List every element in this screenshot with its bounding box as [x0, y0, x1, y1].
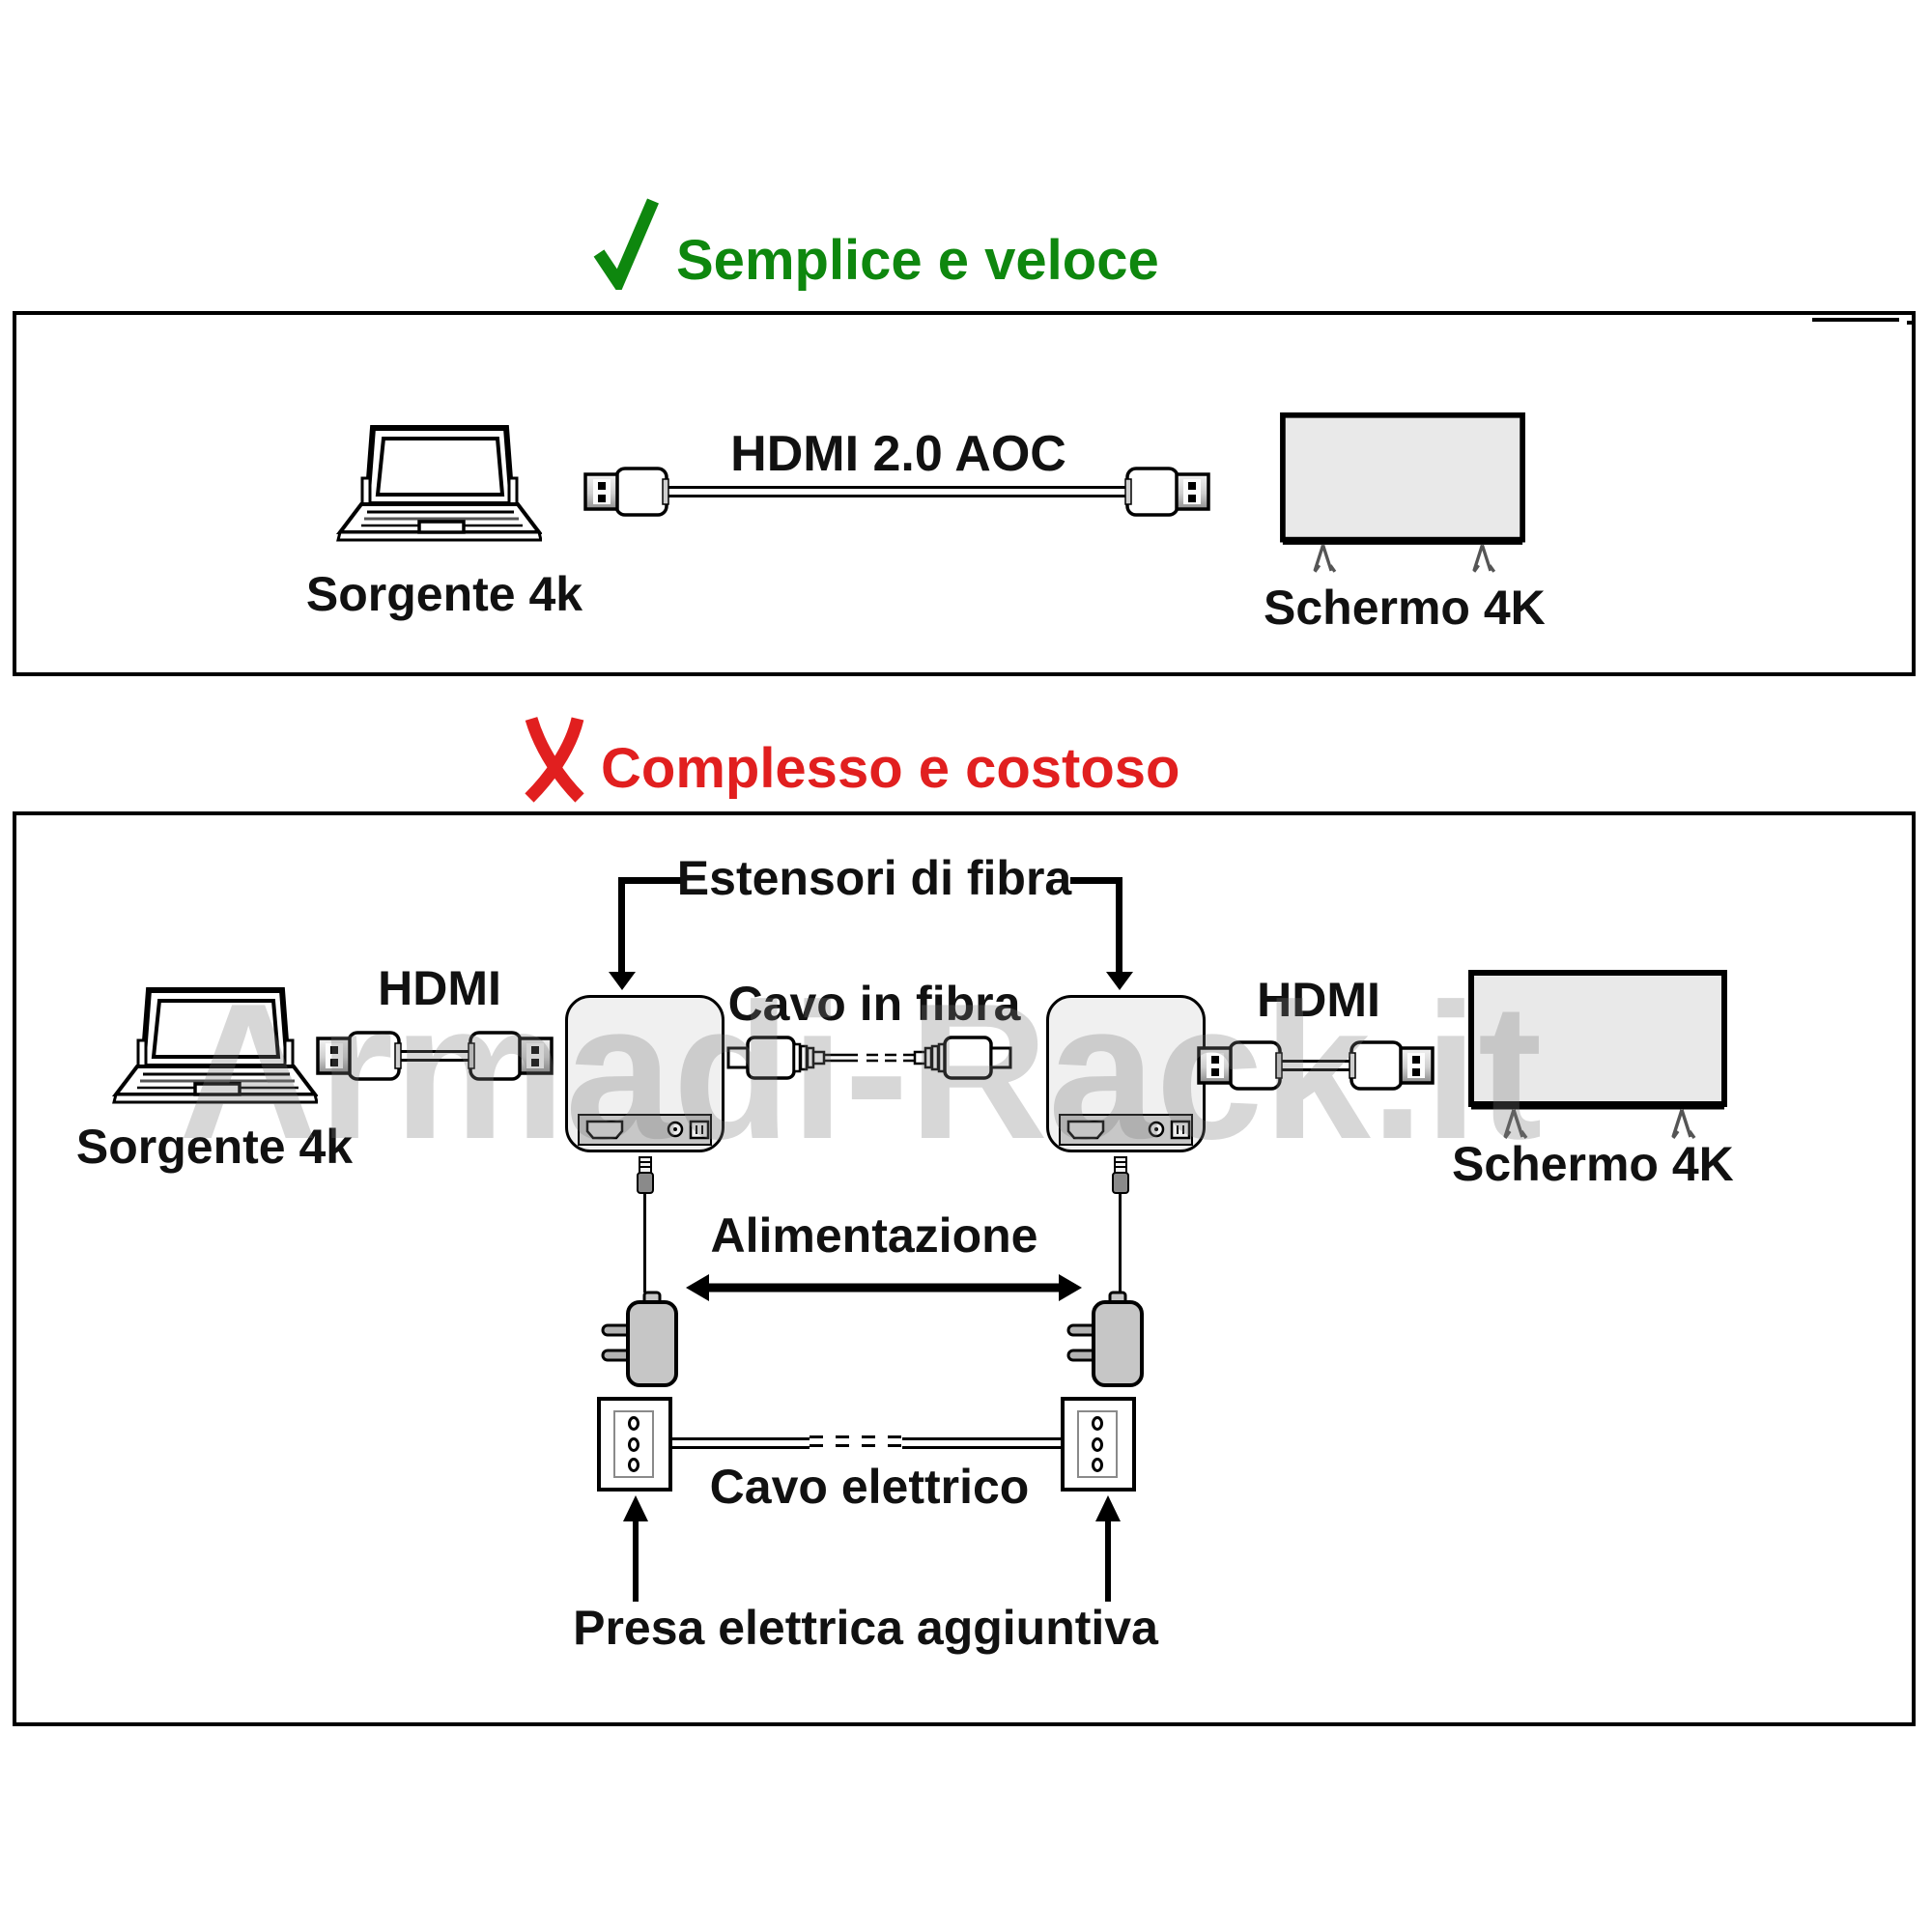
- power-cord: [1119, 1193, 1122, 1293]
- arrow-line: [1116, 877, 1122, 974]
- hdmi-right-label: HDMI: [1257, 973, 1380, 1027]
- tv-icon: [1466, 969, 1729, 1152]
- x-icon: [525, 717, 584, 803]
- wall-outlet-icon: [597, 1397, 672, 1492]
- arrow-line: [1070, 877, 1122, 884]
- hdmi-cable: [667, 486, 1126, 497]
- power-label: Alimentazione: [710, 1208, 1038, 1263]
- checkmark-icon: [593, 198, 659, 290]
- outlet-label: Presa elettrica aggiuntiva: [573, 1601, 1158, 1655]
- hdmi-connector-icon: [582, 466, 673, 518]
- hdmi-connector-icon: [1345, 1039, 1436, 1092]
- outlet-hole: [628, 1416, 639, 1431]
- arrow-line: [618, 877, 682, 884]
- outlet-faceplate: [1077, 1410, 1118, 1478]
- screen-label: Schermo 4K: [1264, 581, 1546, 635]
- section-title-good: Semplice e veloce: [676, 229, 1159, 292]
- fiber-extender-box: [1046, 995, 1206, 1152]
- laptop-icon: [110, 987, 318, 1108]
- power-adapter-icon: [1065, 1291, 1153, 1389]
- complex-setup-panel: [13, 811, 1916, 1726]
- wall-outlet-icon: [1061, 1397, 1136, 1492]
- fiber-cable-icon: [724, 1028, 1014, 1086]
- outlet-hole: [1092, 1436, 1103, 1452]
- hdmi-left-label: HDMI: [378, 961, 501, 1015]
- outlet-hole: [1092, 1416, 1103, 1431]
- hdmi-connector-icon: [464, 1030, 555, 1082]
- scan-artifact-line: [1812, 318, 1899, 322]
- electric-cable-label: Cavo elettrico: [709, 1460, 1030, 1514]
- power-plug-icon: [634, 1155, 657, 1196]
- power-cord: [643, 1193, 646, 1293]
- fiber-label: Cavo in fibra: [727, 977, 1021, 1031]
- scan-artifact-tick: [1907, 321, 1916, 325]
- hdmi-cable: [400, 1050, 469, 1062]
- hdmi-cable: [1281, 1060, 1350, 1071]
- screen-label: Schermo 4K: [1452, 1137, 1734, 1191]
- arrow-up-icon: [1095, 1495, 1121, 1602]
- arrow-up-icon: [623, 1495, 648, 1602]
- laptop-icon: [334, 425, 542, 546]
- outlet-hole: [628, 1436, 639, 1452]
- hdmi-connector-icon: [314, 1030, 406, 1082]
- power-plug-icon: [1109, 1155, 1132, 1196]
- arrow-line: [618, 877, 625, 974]
- extender-ports-icon: [1061, 1116, 1197, 1144]
- hdmi-connector-icon: [1195, 1039, 1287, 1092]
- extender-port-panel: [578, 1114, 712, 1146]
- extenders-label: Estensori di fibra: [676, 851, 1072, 905]
- outlet-hole: [628, 1458, 639, 1472]
- extender-ports-icon: [580, 1116, 716, 1144]
- hdmi-connector-icon: [1121, 466, 1212, 518]
- section-title-bad: Complesso e costoso: [601, 737, 1180, 800]
- hdmi-aoc-label: HDMI 2.0 AOC: [730, 426, 1066, 482]
- arrow-head-down-icon: [609, 972, 636, 990]
- outlet-hole: [1092, 1458, 1103, 1472]
- electric-cable-dashes: [810, 1435, 902, 1451]
- extender-port-panel: [1059, 1114, 1193, 1146]
- source-label: Sorgente 4k: [75, 1120, 354, 1174]
- tv-icon: [1277, 412, 1528, 585]
- double-arrow-icon: [686, 1274, 1082, 1301]
- fiber-extender-box: [565, 995, 724, 1152]
- power-adapter-icon: [599, 1291, 688, 1389]
- source-label: Sorgente 4k: [305, 567, 583, 621]
- outlet-faceplate: [613, 1410, 654, 1478]
- arrow-head-down-icon: [1106, 972, 1133, 990]
